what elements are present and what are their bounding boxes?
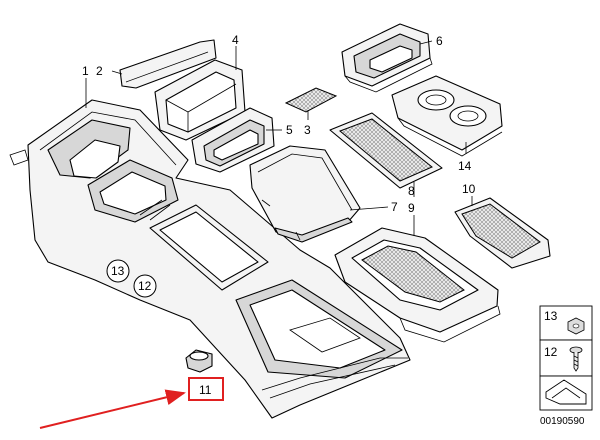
callout-1: 1 xyxy=(82,64,89,78)
armrest-lid xyxy=(249,145,361,243)
center-console-body xyxy=(9,99,411,419)
storage-tray-lower xyxy=(191,107,275,173)
fastener-legend: 13 12 00190590 xyxy=(539,305,593,427)
callout-2: 2 xyxy=(96,64,103,78)
callout-7: 7 xyxy=(391,200,398,214)
callout-13-circle xyxy=(106,259,130,283)
leader-lines xyxy=(85,40,473,236)
highlight-box-11 xyxy=(188,377,224,401)
callout-6: 6 xyxy=(436,34,443,48)
trim-strip xyxy=(119,39,217,89)
cup-holder-frame xyxy=(391,75,503,157)
callout-12-circle xyxy=(133,274,157,298)
armrest-base xyxy=(334,227,501,343)
bracket-icon xyxy=(545,379,587,405)
nut-icon xyxy=(567,317,585,335)
callout-13: 13 xyxy=(111,264,125,278)
callout-11: 11 xyxy=(199,383,212,397)
floor-mat xyxy=(454,197,551,269)
callout-12: 12 xyxy=(138,279,152,293)
callout-5: 5 xyxy=(286,123,293,137)
legend-label-12: 12 xyxy=(544,345,558,359)
callout-labels: 1 2 4 5 3 6 14 8 7 9 10 13 12 11 xyxy=(82,33,476,401)
callout-10: 10 xyxy=(462,182,476,196)
pointer-arrow xyxy=(39,389,186,429)
small-mat xyxy=(284,87,338,113)
screw-icon xyxy=(569,346,583,372)
diagram-id: 00190590 xyxy=(540,416,585,427)
legend-label-13: 13 xyxy=(544,309,558,323)
large-mat xyxy=(329,112,443,189)
callout-4: 4 xyxy=(232,33,239,47)
cup-holder-insert xyxy=(341,23,433,93)
callout-9: 9 xyxy=(408,201,415,215)
callout-3: 3 xyxy=(304,123,311,137)
switch-plug xyxy=(185,349,213,373)
callout-14: 14 xyxy=(458,159,472,173)
storage-tray-upper xyxy=(154,59,246,141)
callout-8: 8 xyxy=(408,184,415,198)
